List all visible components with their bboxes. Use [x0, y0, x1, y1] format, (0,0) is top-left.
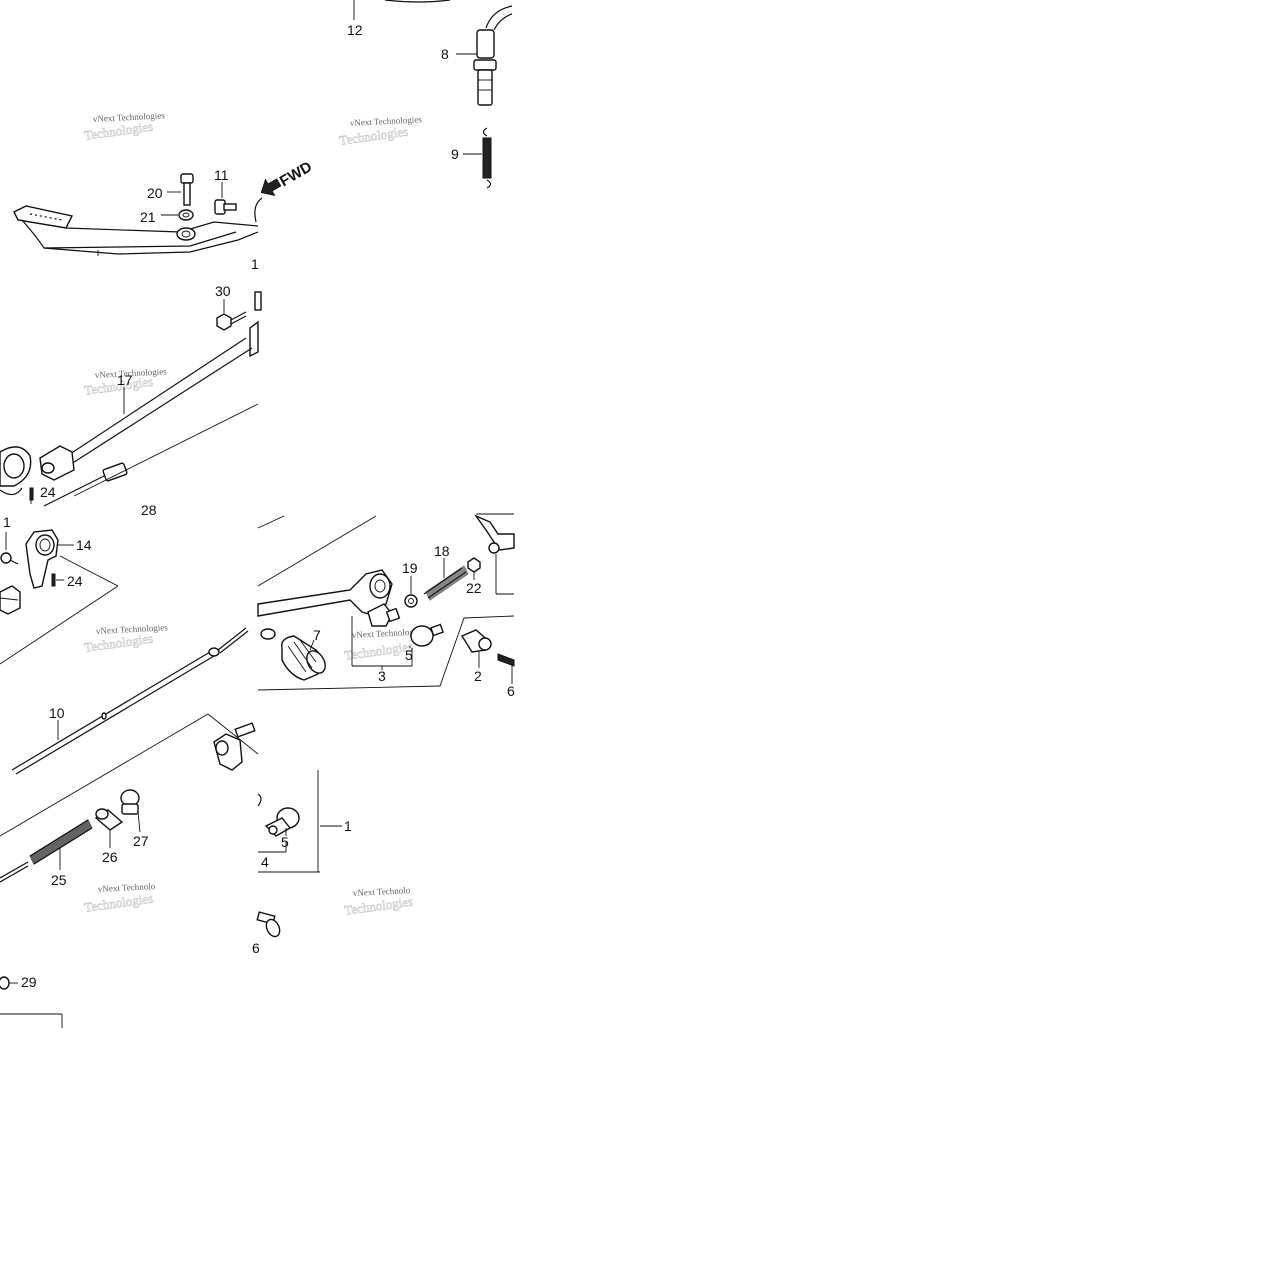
- brake-rod-group: 1 30 17 24 28: [0, 256, 262, 518]
- callout-19: 19: [402, 560, 418, 576]
- callout-5a: 5: [405, 647, 413, 663]
- callout-1a: 1: [251, 256, 259, 272]
- brake-light-switch-group: 12 8 9: [347, 0, 513, 189]
- watermark-3: vNext Technologies: [95, 366, 168, 380]
- svg-text:Technologies: Technologies: [338, 123, 409, 147]
- watermark-7: vNext Technolo: [353, 885, 411, 898]
- callout-18: 18: [434, 543, 450, 559]
- watermark-4: vNext Technologies: [96, 622, 169, 636]
- watermark-2: vNext Technologies: [350, 114, 423, 128]
- spring-9: [482, 137, 492, 179]
- callout-4: 4: [261, 854, 269, 870]
- fwd-arrow-icon: FWD: [260, 158, 315, 197]
- callout-6b: 6: [252, 940, 260, 956]
- shift-lever-group: 7 5 3 18 19 22: [257, 513, 515, 699]
- fwd-label: FWD: [277, 158, 315, 190]
- pedal-foot-pad: [13, 205, 74, 229]
- callout-14: 14: [76, 537, 92, 553]
- callout-10: 10: [49, 705, 65, 721]
- svg-text:Technologies: Technologies: [343, 638, 414, 662]
- rod-spring-group: 25 26 27 29: [0, 789, 149, 1028]
- watermark-1: vNext Technologies: [93, 110, 166, 124]
- callout-7: 7: [313, 627, 321, 643]
- callout-21: 21: [140, 209, 156, 225]
- callout-24a: 24: [40, 484, 56, 500]
- cable-group: 1 14 24 10: [0, 514, 259, 837]
- switch-body-8: [476, 29, 495, 59]
- callout-2: 2: [474, 668, 482, 684]
- watermark-5: vNext Technologies: [352, 626, 425, 640]
- callout-25: 25: [51, 872, 67, 888]
- callout-8: 8: [441, 46, 449, 62]
- brake-pedal-group: 20 21 11 FWD: [13, 158, 315, 256]
- callout-11: 11: [214, 167, 229, 183]
- callout-3: 3: [378, 668, 386, 684]
- callout-20: 20: [147, 185, 163, 201]
- callout-1b: 1: [3, 514, 11, 530]
- shift-joint-group: 5 4 1 6: [252, 770, 352, 956]
- callout-26: 26: [102, 849, 118, 865]
- svg-text:Technologies: Technologies: [83, 890, 154, 914]
- callout-9: 9: [451, 146, 459, 162]
- callout-12: 12: [347, 22, 363, 38]
- callout-1c: 1: [344, 818, 352, 834]
- callout-24b: 24: [67, 573, 83, 589]
- callout-22: 22: [466, 580, 482, 596]
- callout-17: 17: [117, 372, 133, 388]
- callout-6: 6: [507, 683, 515, 699]
- callout-5b: 5: [281, 834, 289, 850]
- callout-28: 28: [141, 502, 157, 518]
- callout-29: 29: [21, 974, 37, 990]
- watermark-6: vNext Technolo: [98, 881, 156, 894]
- callout-30: 30: [215, 283, 231, 299]
- callout-27: 27: [133, 833, 149, 849]
